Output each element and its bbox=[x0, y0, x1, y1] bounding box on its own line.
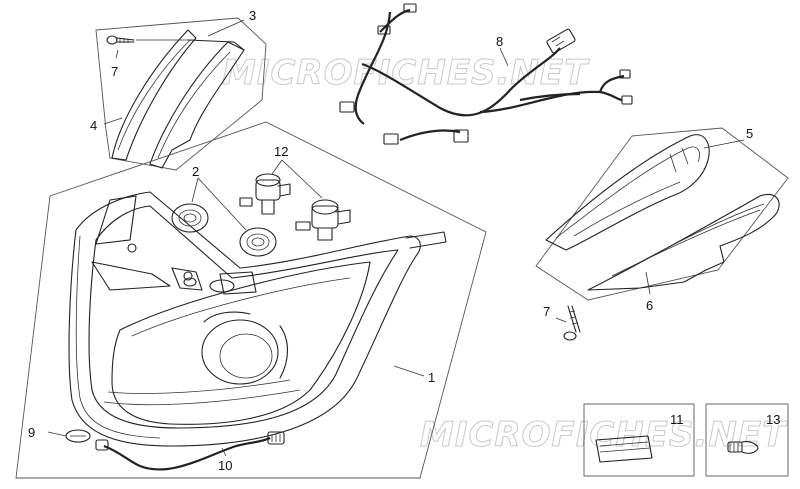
watermark-bottom: MICROFICHES.NET bbox=[420, 415, 788, 455]
callout-8: 8 bbox=[496, 34, 503, 49]
bulb-icon bbox=[295, 199, 351, 241]
part-bulb-seals bbox=[171, 177, 277, 257]
part-side-cover-group bbox=[95, 17, 267, 171]
screw-icon bbox=[106, 35, 135, 45]
part-parking-light bbox=[47, 429, 91, 443]
callout-7a: 7 bbox=[111, 64, 118, 79]
callout-13: 12 bbox=[274, 144, 288, 159]
callout-3: 3 bbox=[249, 8, 256, 23]
callout-4: 4 bbox=[90, 118, 97, 133]
screw-icon bbox=[563, 305, 581, 341]
bulb-icon bbox=[239, 173, 291, 215]
part-12-box bbox=[583, 403, 695, 477]
callout-5: 5 bbox=[746, 126, 753, 141]
callout-11: 10 bbox=[218, 458, 232, 473]
callout-7b: 7 bbox=[543, 304, 550, 319]
callout-10: 9 bbox=[28, 425, 35, 440]
small-bulb-icon bbox=[727, 441, 759, 454]
part-wiring-harness bbox=[339, 3, 633, 145]
callout-6: 6 bbox=[646, 298, 653, 313]
seal-ring-1 bbox=[171, 203, 209, 233]
part-right-fairing-group bbox=[535, 127, 789, 341]
part-cable-11 bbox=[95, 431, 285, 471]
callout-2: 2 bbox=[192, 164, 199, 179]
part-headlight-assembly bbox=[15, 121, 487, 479]
projector-lens bbox=[201, 319, 279, 385]
callout-1: 1 bbox=[428, 370, 435, 385]
fairing-upper bbox=[545, 134, 710, 251]
part-9-box bbox=[705, 403, 789, 477]
callout-12: 11 bbox=[670, 412, 684, 427]
gasket-pad bbox=[595, 435, 653, 463]
part-h7-bulbs bbox=[239, 159, 351, 241]
callout-9: 13 bbox=[766, 412, 780, 427]
side-cover-left bbox=[111, 29, 197, 161]
seal-ring-2 bbox=[239, 227, 277, 257]
